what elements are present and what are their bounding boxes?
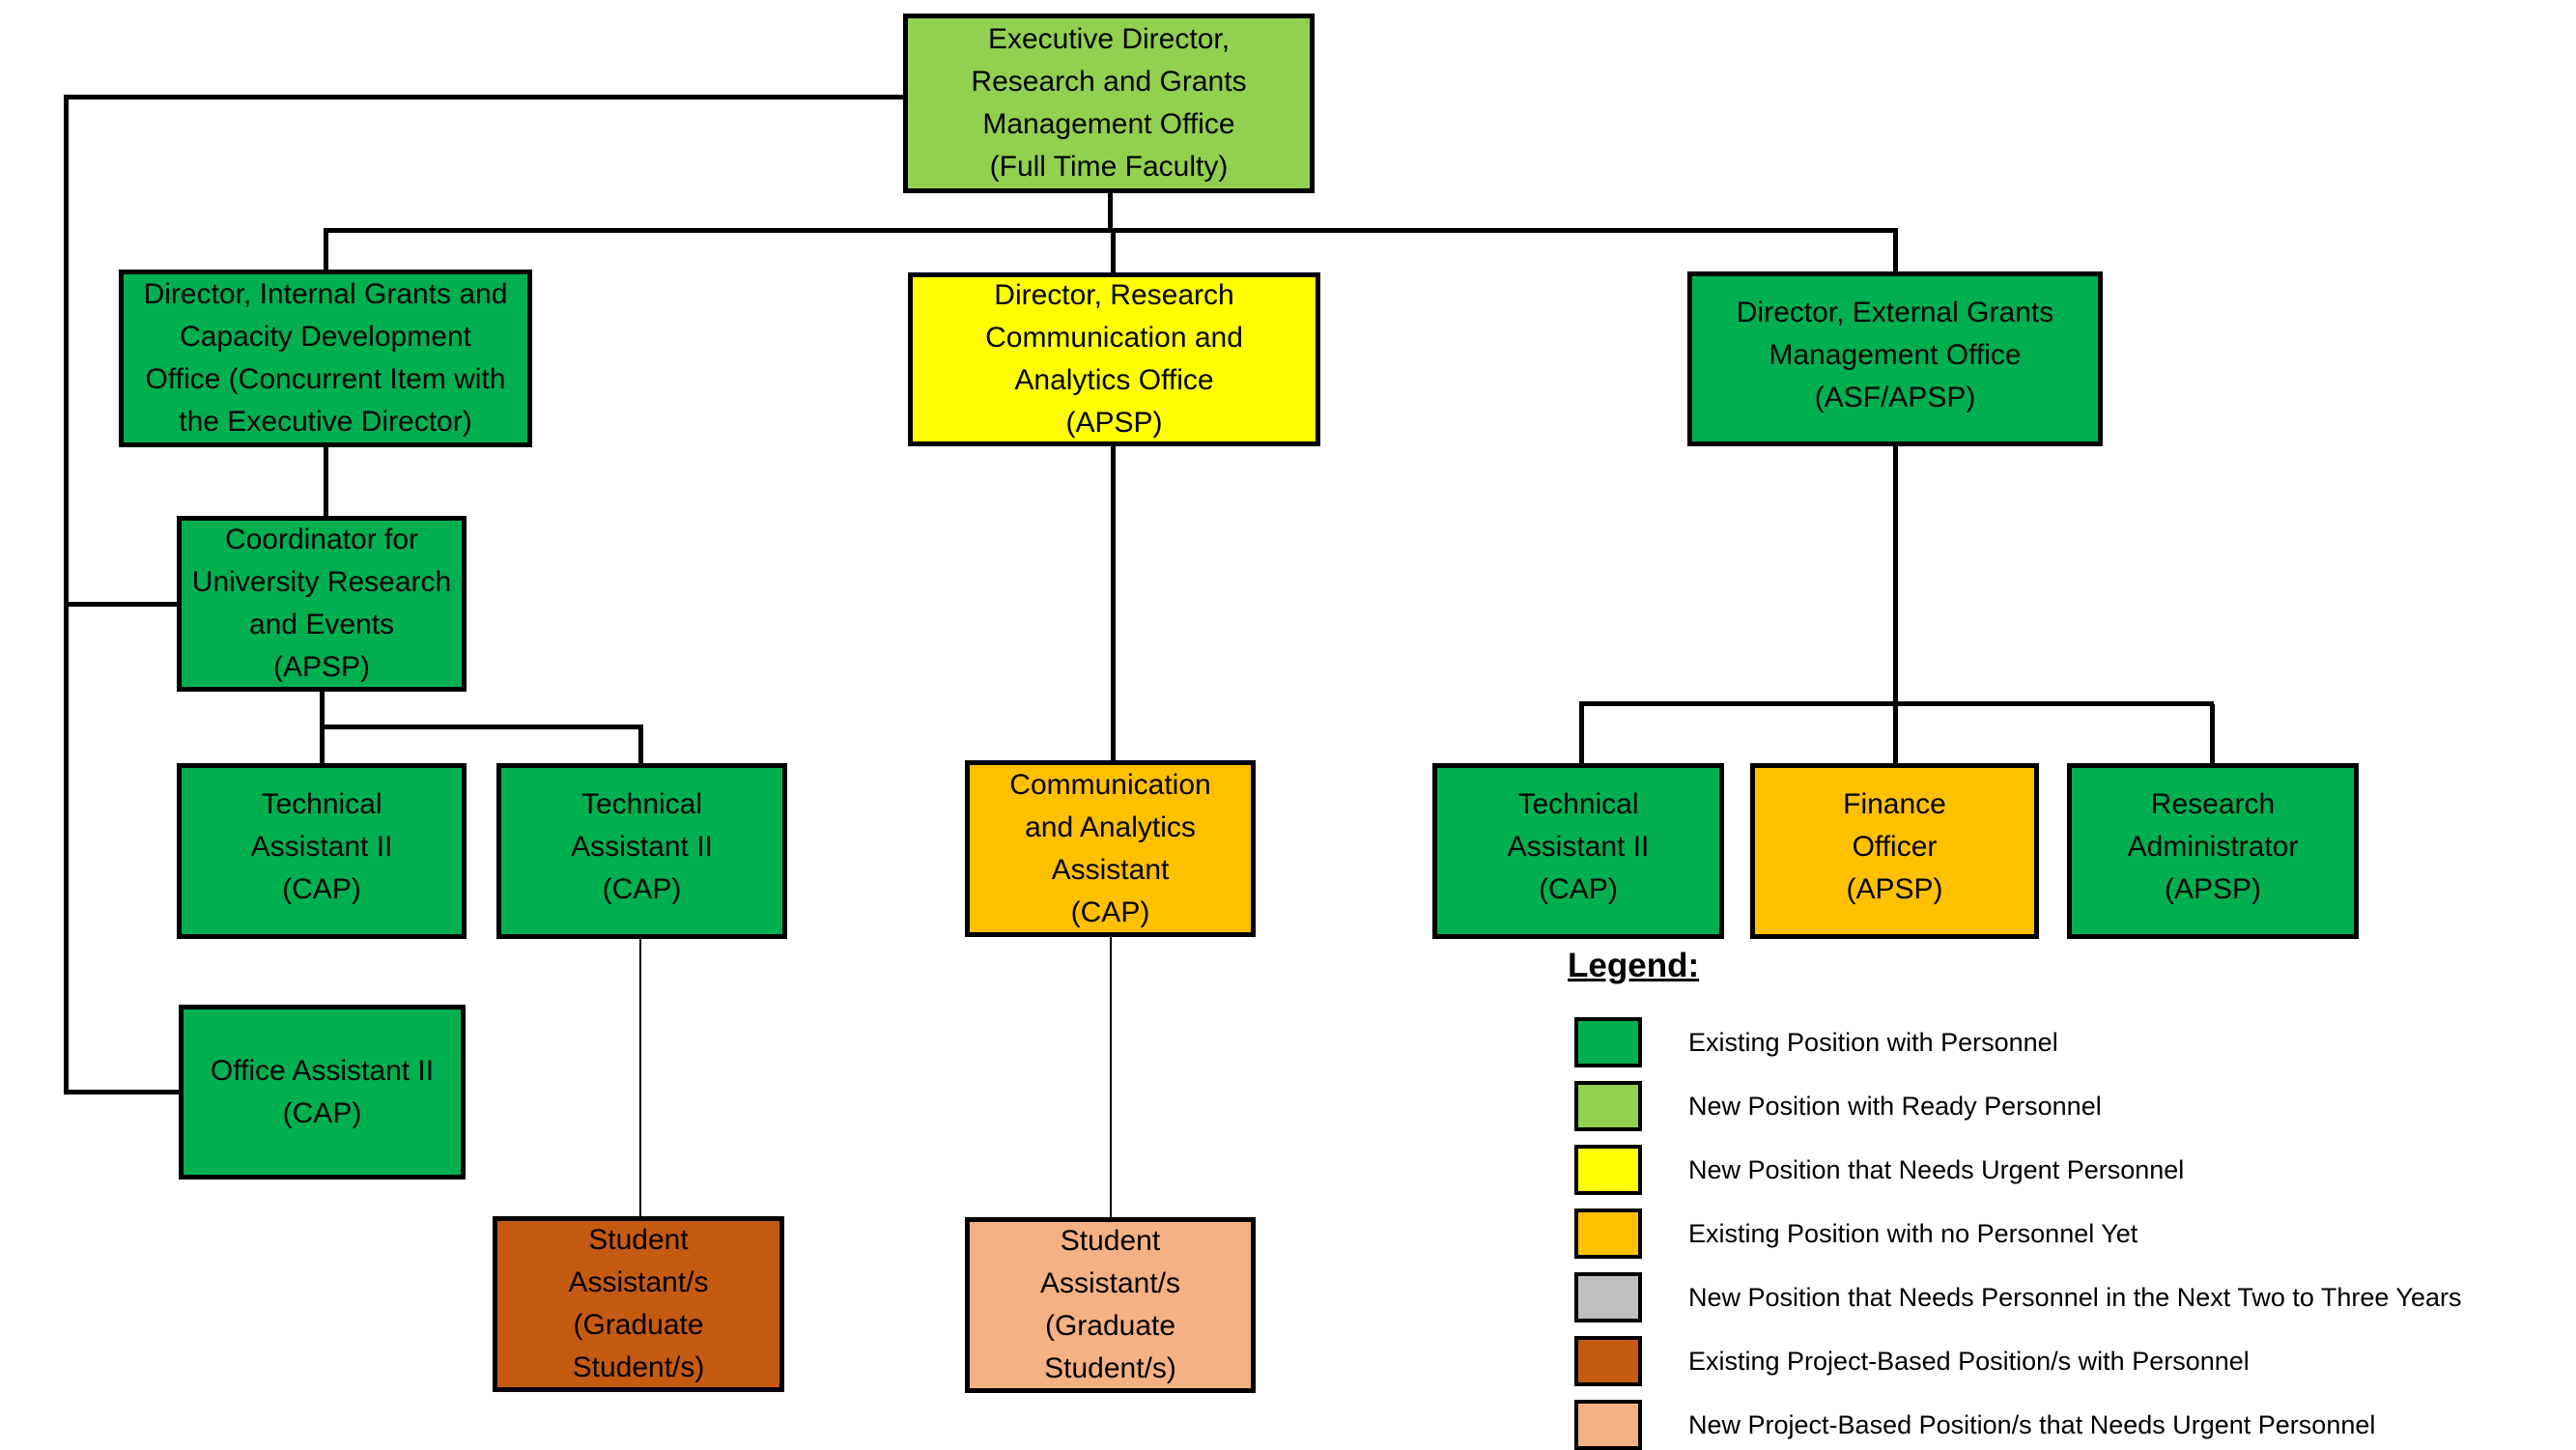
org-box-executive-director: Executive Director, Research and Grants … xyxy=(903,14,1315,193)
connector-tier2-to-dir-comm xyxy=(1111,231,1116,275)
connector-left-rail-vertical xyxy=(64,95,69,1095)
connector-to-ta-left-2 xyxy=(638,727,643,766)
org-box-communication-analytics-assistant: Communication and Analytics Assistant (C… xyxy=(965,760,1256,937)
connector-exec-to-left-rail xyxy=(66,95,906,100)
legend-swatch-project-existing xyxy=(1574,1336,1642,1386)
legend-item-label: Existing Position with no Personnel Yet xyxy=(1688,1219,2138,1248)
legend-swatch-new-urgent xyxy=(1574,1145,1642,1195)
connector-tier2-to-dir-external xyxy=(1893,231,1898,274)
org-box-technical-assistant-2: Technical Assistant II (CAP) xyxy=(496,763,787,939)
connector-rail-to-coordinator xyxy=(64,602,180,607)
connector-external-children-horizontal xyxy=(1579,701,2214,706)
connector-tier2-to-dir-internal xyxy=(324,231,328,272)
legend-item: New Project-Based Position/s that Needs … xyxy=(1574,1400,2569,1450)
legend-item: Existing Position with no Personnel Yet xyxy=(1574,1208,2569,1259)
legend-item: New Position that Needs Urgent Personnel xyxy=(1574,1145,2569,1195)
legend-item-label: Existing Project-Based Position/s with P… xyxy=(1688,1347,2250,1376)
legend-item: Existing Project-Based Position/s with P… xyxy=(1574,1336,2569,1386)
legend-swatch-new-ready xyxy=(1574,1081,1642,1131)
connector-tier2-horizontal xyxy=(324,228,1898,233)
connector-to-ta-right xyxy=(1579,704,1584,766)
connector-coordinator-children-horizontal xyxy=(320,725,643,729)
legend-swatch-new-two-three-years xyxy=(1574,1272,1642,1322)
org-box-student-assistants-new: Student Assistant/s (Graduate Student/s) xyxy=(965,1217,1256,1393)
legend-item: Existing Position with Personnel xyxy=(1574,1017,2569,1067)
org-box-student-assistants-project: Student Assistant/s (Graduate Student/s) xyxy=(493,1216,784,1392)
connector-ta-left-2-to-students xyxy=(639,937,641,1219)
org-box-director-research-communication: Director, Research Communication and Ana… xyxy=(908,272,1320,446)
legend-item: New Position with Ready Personnel xyxy=(1574,1081,2569,1131)
connector-exec-down xyxy=(1108,191,1113,232)
legend-item-label: Existing Position with Personnel xyxy=(1688,1028,2058,1057)
connector-to-ta-left-1 xyxy=(320,727,325,766)
connector-coordinator-down xyxy=(320,690,325,728)
org-box-finance-officer: Finance Officer (APSP) xyxy=(1750,763,2039,939)
connector-dir-comm-to-assistant xyxy=(1111,444,1116,763)
org-box-director-internal-grants: Director, Internal Grants and Capacity D… xyxy=(119,270,532,447)
legend-swatch-existing xyxy=(1574,1017,1642,1067)
legend-item-label: New Position with Ready Personnel xyxy=(1688,1092,2102,1121)
connector-dir-internal-to-coordinator xyxy=(324,445,328,518)
legend-title: Legend: xyxy=(1568,947,1700,984)
connector-comm-assistant-to-students xyxy=(1110,935,1112,1220)
connector-dir-external-down xyxy=(1893,444,1898,705)
org-box-director-external-grants: Director, External Grants Management Off… xyxy=(1687,271,2103,446)
legend-item-label: New Position that Needs Personnel in the… xyxy=(1688,1283,2462,1312)
connector-to-research-admin xyxy=(2210,704,2215,766)
legend-item-label: New Position that Needs Urgent Personnel xyxy=(1688,1155,2185,1184)
legend-item-label: New Project-Based Position/s that Needs … xyxy=(1688,1410,2376,1439)
org-box-coordinator-university-research: Coordinator for University Research and … xyxy=(177,516,467,692)
connector-to-finance-officer xyxy=(1893,704,1898,766)
org-box-office-assistant: Office Assistant II (CAP) xyxy=(179,1005,466,1180)
org-box-research-administrator: Research Administrator (APSP) xyxy=(2067,763,2359,939)
legend-item: New Position that Needs Personnel in the… xyxy=(1574,1272,2569,1322)
org-box-technical-assistant-3: Technical Assistant II (CAP) xyxy=(1432,763,1724,939)
org-box-technical-assistant-1: Technical Assistant II (CAP) xyxy=(177,763,467,939)
legend-swatch-project-new-urgent xyxy=(1574,1400,1642,1450)
connector-rail-to-office-assistant xyxy=(64,1090,182,1095)
legend-swatch-existing-no-personnel xyxy=(1574,1208,1642,1259)
